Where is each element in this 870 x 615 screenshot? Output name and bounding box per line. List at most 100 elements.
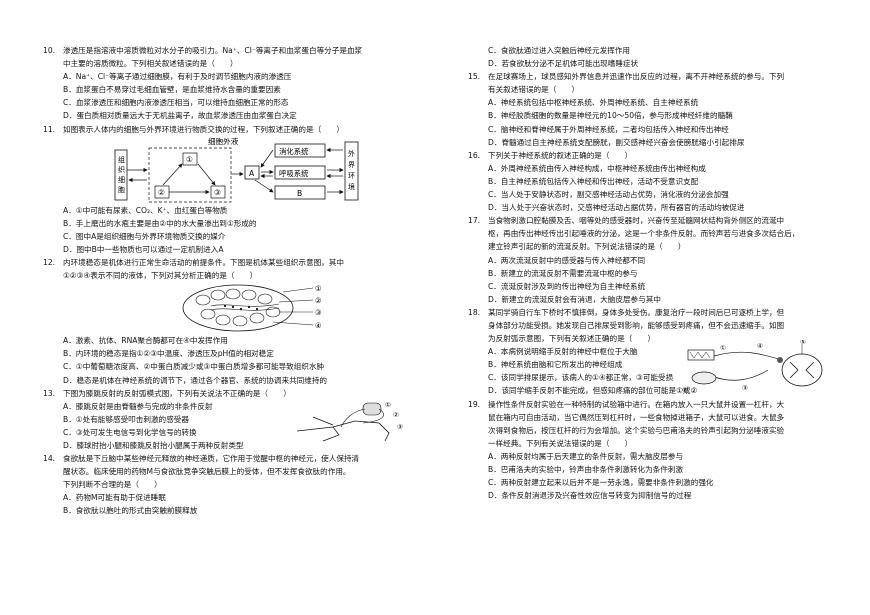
exchange-diagram-svg: 细胞外液 组 织 细 胞 ① ② ③	[114, 136, 359, 203]
tissue-label-3: ③	[315, 308, 322, 317]
question-stem: 鼠在箱内可自由活动，当它偶然压到杠杆时，一些食物掉进箱子，大鼠可以进食。大鼠多	[488, 412, 785, 422]
question-19: 19. 操作性条件反射实验在一种特制的试验箱中进行。在箱内放入一只大鼠并设置一杠杆…	[468, 398, 834, 503]
gray-matter	[789, 361, 815, 379]
tissue-cells	[195, 288, 281, 327]
tissue-leader-lines	[272, 287, 314, 326]
question-number: 19.	[468, 399, 481, 409]
afferent-nerve	[340, 408, 366, 427]
option-b: B．新建立的流涎反射不需要流涎中枢的参与	[488, 268, 638, 278]
arc-label-1: ①	[720, 344, 726, 352]
respiratory-label: 呼吸系统	[279, 169, 309, 178]
leg-outline	[296, 420, 390, 441]
digestive-box	[274, 143, 326, 158]
option-d: D．若食欲肽分泌不足机体可能出现嗜睡症状	[488, 59, 639, 69]
option-a: A．两次流涎反射中的感受器与传入神经都不同	[488, 255, 646, 265]
option-d: D．条件反射消退涉及兴奋性效应信号转变为抑制信号的过程	[488, 491, 692, 501]
hammer-icon	[312, 416, 334, 425]
option-b: B．内环境的稳态是指①②③中温度、渗透压及pH值的相对稳定	[63, 349, 274, 359]
box-a-label: A	[249, 169, 255, 178]
fluid-2-label: ②	[158, 188, 165, 197]
right-column: C．食欲肽通过进入突触后神经元发挥作用 D．若食欲肽分泌不足机体可能出现嗜睡症状…	[468, 44, 834, 502]
question-number: 10.	[43, 46, 56, 55]
question-stem: 次得到食物后，按压杠杆的行为会增加。这个实验与巴甫洛夫的铃声引起狗分泌唾液实验	[488, 425, 785, 435]
question-stem: 建立铃声引起的新的流涎反射。下列说法错误的是（ ）	[488, 242, 686, 252]
diagram-title: 细胞外液	[208, 136, 239, 146]
option-c: C．血浆渗透压和细胞内液渗透压相当，可以维持血细胞正常的形态	[63, 98, 289, 108]
option-b: B．神经胶质细胞的数量是神经元的10～50倍，参与形成神经纤维的髓鞘	[488, 111, 733, 121]
environment-box	[344, 141, 359, 201]
arrow-2-1	[162, 163, 183, 185]
tissue-diagram: ① ② ③ ④	[43, 282, 415, 334]
option-c: C．③处可发生电信号到化学信号的转换	[63, 427, 197, 437]
question-number: 14.	[43, 454, 56, 464]
cell-box	[114, 149, 128, 201]
tissue-label-2: ②	[315, 296, 322, 305]
option-d: D．图中B中一些物质也可以通过一定机制进入A	[63, 244, 224, 254]
option-a: A．Na⁺、Cl⁻等离子通过细胞膜，有利于及时调节细胞内液的渗透压	[63, 72, 292, 82]
option-a: A．膝跳反射是由脊髓参与完成的非条件反射	[63, 401, 213, 411]
env-label-2: 界	[348, 161, 355, 169]
option-c: C．两种反射建立起来以后并不是一劳永逸，需要非条件刺激的强化	[488, 478, 714, 488]
option-d: D．膝球肘抬小腿和膝跳反射抬小腿属于两种反射类型	[63, 440, 244, 450]
question-16: 16.下列关于神经系统的叙述正确的是（ ） A．外周神经系统由传入神经构成，中枢…	[468, 149, 834, 214]
digestive-label: 消化系统	[279, 147, 309, 156]
question-12: 12.内环境稳态是机体进行正常生命活动的前提条件。下图是机体某些组织示意图，其中…	[43, 256, 415, 387]
option-b: B．①处有能够感受叩击刺激的感受器	[63, 414, 189, 424]
option-d: D．蛋白质相对质量远大于无机盐离子，故血浆渗透压由血浆蛋白决定	[63, 111, 297, 121]
question-stem: 当食物刺激口腔黏膜及舌、咽等处的感受器时，兴奋传至延髓网状结构背外侧区的流涎中	[488, 216, 785, 226]
option-c: C．该同学排尿提示，该病人的①④都正常，③可能受损	[488, 373, 674, 383]
question-stem: ①②③④表示不同的液体，下列对其分析正确的是（ ）	[63, 271, 258, 281]
question-stem: 如图表示人体内的细胞与外界环境进行物质交换的过程，下列叙述正确的是（ ）	[63, 124, 344, 134]
question-stem: 操作性条件反射实验在一种特制的试验箱中进行。在箱内放入一只大鼠并设置一杠杆，大	[488, 399, 785, 409]
option-d: D．新建立的流涎反射会有消退，大脑皮层参与其中	[488, 294, 661, 304]
box-a	[244, 165, 260, 180]
receptor-texture	[689, 351, 711, 359]
box-b	[274, 185, 326, 200]
question-18: 18.某同学骑自行车下桥时不慎摔倒，身体多处受伤。康复治疗一段时间后已可逐桥上学…	[468, 306, 834, 398]
question-number: 13.	[43, 388, 56, 398]
env-label-3: 环	[348, 172, 355, 180]
option-b: B．手上磨出的水疱主要是由②中的水大量渗出到①形成的	[63, 218, 257, 228]
question-stem: 身体部分功能受损。她发现自己排尿受到影响，能够感受到疼痛，但不会迅速缩手。如图	[488, 320, 785, 330]
question-number: 16.	[468, 150, 481, 160]
question-stem: 下列判断不合理的是（ ）	[63, 480, 162, 490]
option-c: C．①中葡萄糖浓度高、②中蛋白质减少或③中蛋白质增多都可能导致组织水肿	[63, 362, 325, 372]
option-d: D．该同学缩手反射不能完成，但感知疼痛的部位可能是①或②	[488, 386, 698, 396]
muscle-effector	[691, 371, 717, 385]
reflex-label-3: ③	[397, 423, 403, 431]
option-a: A．神经系统包括中枢神经系统、外周神经系统、自主神经系统	[488, 98, 699, 108]
question-number: 12.	[43, 258, 56, 268]
option-a: A．①中可能有尿素、CO₂、K⁺、血红蛋白等物质	[63, 205, 228, 215]
question-stem: 下图为膝跳反射的反射弧模式图，下列有关说法不正确的是（ ）	[63, 388, 291, 398]
fluid-3-label: ③	[214, 188, 221, 197]
fluid-1-box	[182, 152, 198, 166]
question-stem: 渗透压是指溶液中溶质微粒对水分子的吸引力。Na⁺、Cl⁻等离子和血浆蛋白等分子是…	[63, 46, 363, 55]
arc-label-2: ②	[682, 386, 688, 394]
lower-leg-outline	[322, 426, 340, 441]
skin-receptor	[687, 349, 715, 361]
spinal-cord-section	[362, 402, 382, 415]
option-d: D．脊髓通过自主神经系统支配膀胱，副交感神经兴奋会使膀胱缩小引起排尿	[488, 137, 745, 147]
fluid-3-box	[210, 185, 226, 199]
option-b: B．巴甫洛夫的实验中，铃声由非条件刺激转化为条件刺激	[488, 465, 684, 474]
question-stem: 为反射弧示意图，下列有关叙述正确的是（ ）	[488, 334, 656, 344]
env-label-4: 境	[348, 182, 355, 191]
tissue-label-4: ④	[315, 321, 322, 330]
question-stem: 醒状态。临床使用的药物M与食欲肽竞争突触后膜上的受体，但不发挥食欲肽的作用。	[63, 467, 351, 477]
question-stem: 枢，再由传出神经传出引起唾液的分泌，这是一个非条件反射。而铃声若与进食多次结合后…	[488, 229, 800, 239]
reflex-label-2: ②	[393, 411, 399, 419]
question-number: 17.	[468, 216, 481, 226]
afferent-path	[713, 351, 783, 361]
arc-label-4: ④	[757, 342, 763, 350]
option-a: A．药物M可能有助于促进睡眠	[63, 493, 166, 503]
respiratory-box	[274, 165, 326, 180]
question-stem: 在足球赛场上，球员感知外界信息并迅速作出反应的过程，离不开神经系统的参与。下列	[488, 72, 785, 82]
question-13: 13.下图为膝跳反射的反射弧模式图，下列有关说法不正确的是（ ） ① ② ③ A…	[43, 387, 415, 452]
option-b: B．食欲肽以胞吐的形式由突触前膜释放	[63, 506, 198, 516]
question-stem: 食欲肽是下丘脑中某些神经元释放的神经递质，它作用于觉醒中枢的神经元，使人保持清	[63, 454, 360, 464]
cell-label-2: 织	[118, 165, 125, 174]
question-number: 15.	[468, 72, 481, 82]
exchange-diagram: 细胞外液 组 织 细 胞 ① ② ③	[43, 136, 415, 204]
option-b: B．神经系统由脑和它所发出的神经组成	[488, 360, 623, 370]
